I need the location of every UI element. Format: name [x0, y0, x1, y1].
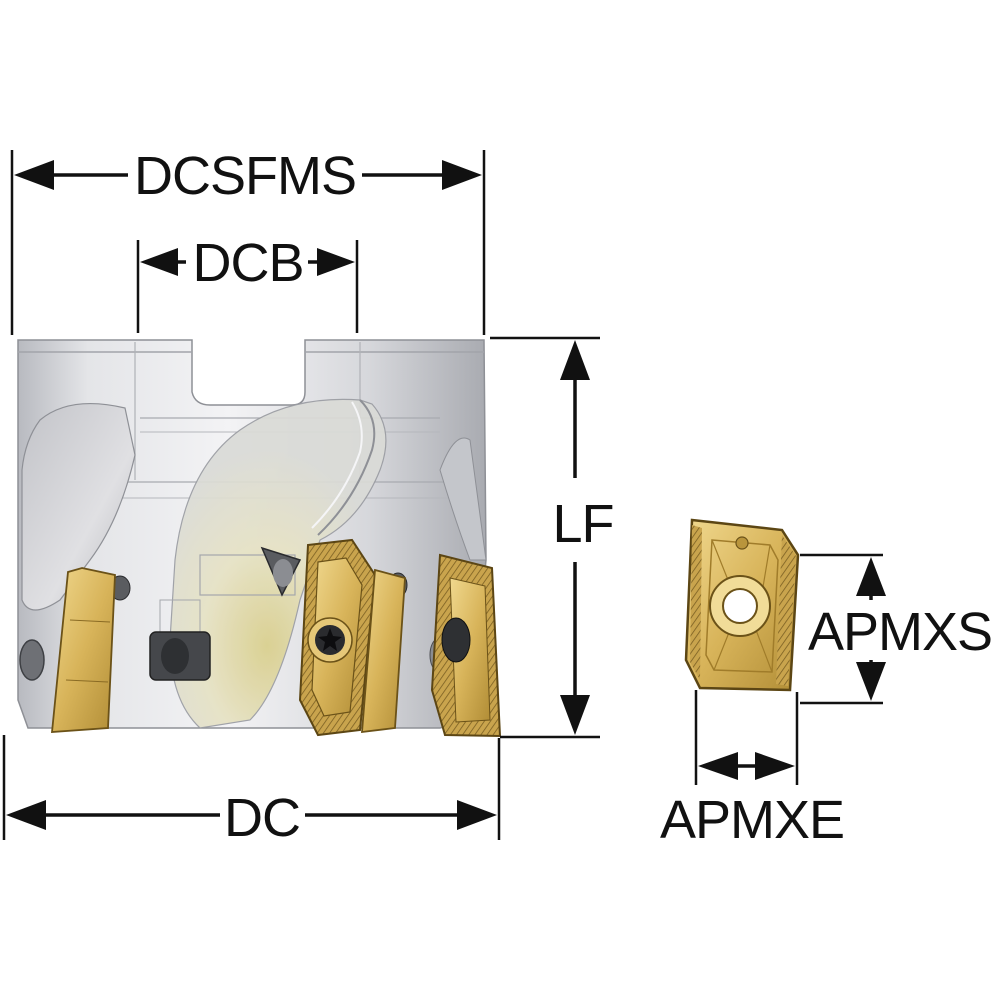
apmxs-label: APMXS [808, 602, 992, 662]
dimension-lf: LF [490, 336, 615, 739]
dimension-dcsfms: DCSFMS [10, 146, 486, 335]
dcsfms-label: DCSFMS [134, 146, 356, 206]
dimension-apmxs: APMXS [800, 553, 993, 705]
torx-screw-icon [315, 625, 345, 655]
coolant-hole [19, 639, 45, 681]
milling-cutter-body-illustration [17, 339, 487, 729]
dimension-apmxe: APMXE [660, 690, 845, 850]
dc-label: DC [224, 788, 300, 848]
cutter-inserts [50, 538, 502, 738]
lf-label: LF [552, 494, 613, 554]
dimension-dcb: DCB [136, 233, 359, 333]
indexable-insert-illustration [684, 518, 800, 692]
dcb-label: DCB [192, 233, 303, 293]
dimension-dc: DC [2, 735, 501, 848]
apmxe-label: APMXE [660, 790, 844, 850]
